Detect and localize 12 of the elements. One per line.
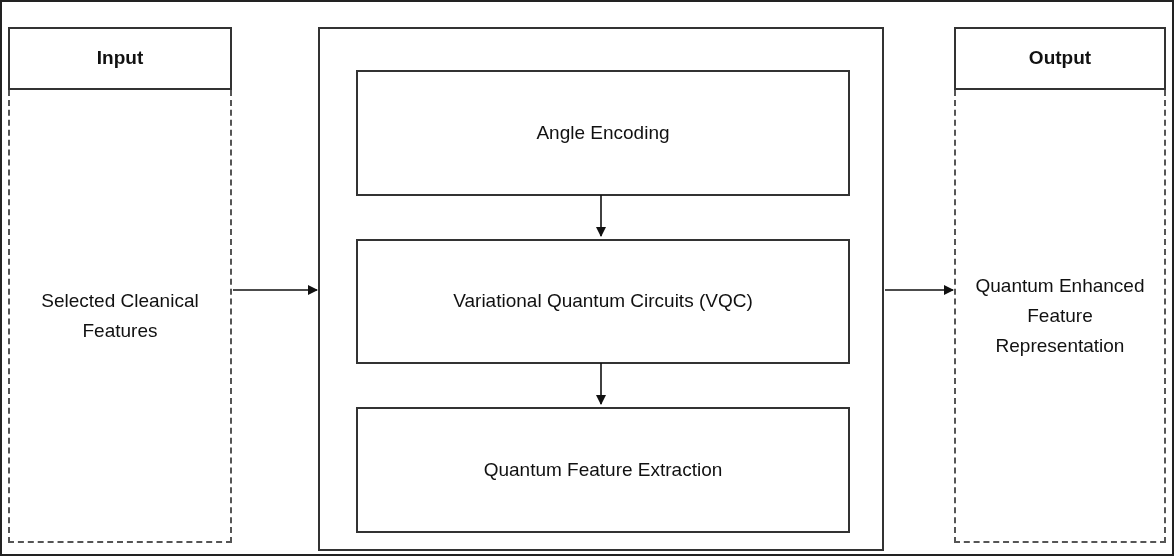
arrow (232, 285, 318, 295)
lane-body: Quantum Enhanced Feature Representation (954, 90, 1166, 543)
lane-header: Output (954, 27, 1166, 90)
lane-body: Selected Cleanical Features (8, 90, 232, 543)
process-box: Variational Quantum Circuits (VQC) (356, 239, 850, 364)
container-box (318, 27, 884, 551)
lane-header: Input (8, 27, 232, 90)
arrow (884, 285, 954, 295)
arrow (596, 362, 606, 405)
arrow (596, 194, 606, 237)
process-box: Quantum Feature Extraction (356, 407, 850, 533)
process-box: Angle Encoding (356, 70, 850, 196)
